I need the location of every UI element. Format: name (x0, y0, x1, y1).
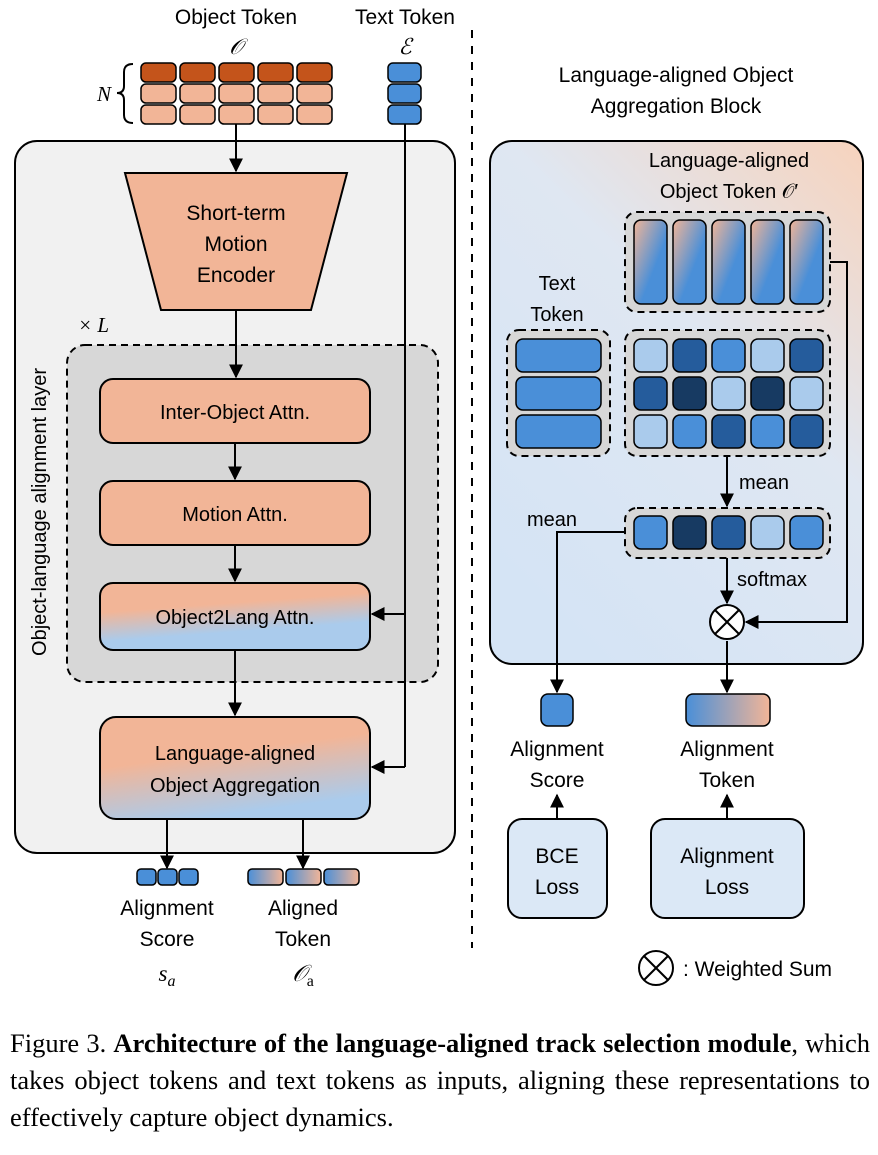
weighted-sum-legend-icon (638, 950, 674, 986)
alignment-loss-box (650, 818, 805, 919)
right-flow-arrows (550, 261, 848, 818)
bce-loss-line-1: BCE (535, 845, 578, 868)
left-score-line-1: Alignment (120, 897, 214, 920)
mean-left-label: mean (527, 509, 577, 531)
object-aggregation-block (99, 716, 371, 820)
aligned-token-line-1: Language-aligned (649, 150, 809, 172)
right-score-line-1: Alignment (510, 738, 604, 761)
weighted-sum-legend-text: : Weighted Sum (683, 958, 832, 981)
left-flow-arrows (160, 124, 406, 870)
alignment-score-cell (540, 693, 574, 727)
figure-caption: Figure 3. Architecture of the language-a… (10, 1025, 870, 1136)
mean-right-label: mean (739, 472, 789, 494)
n-label: N (96, 82, 112, 106)
right-title-line-2: Aggregation Block (591, 95, 762, 118)
right-token-line-2: Token (699, 769, 755, 792)
encoder-line-3: Encoder (197, 264, 275, 287)
motion-encoder-block (123, 172, 349, 311)
text-token-cells (515, 338, 602, 449)
weighted-sum-operator (709, 604, 745, 640)
mean-row-cells (633, 515, 824, 550)
text-token-symbol: ℰ (398, 34, 414, 59)
caption-prefix: Figure 3. (10, 1028, 114, 1058)
alignment-loss-line-2: Loss (705, 876, 749, 899)
right-title-line-1: Language-aligned Object (559, 64, 794, 87)
aligned-token-line-2: Object Token 𝒪′ (660, 181, 799, 203)
encoder-line-1: Short-term (186, 202, 285, 225)
encoder-line-2: Motion (204, 233, 267, 256)
alignment-score-tokens (136, 868, 199, 886)
left-token-line-2: Token (275, 928, 331, 951)
object2lang-attn-label: Object2Lang Attn. (155, 607, 314, 629)
right-score-line-2: Score (530, 769, 585, 792)
bce-loss-line-2: Loss (535, 876, 579, 899)
n-brace (116, 63, 134, 124)
text-token-stack (387, 62, 422, 125)
architecture-diagram: Object Token 𝒪 Text Token ℰ N Short-term… (14, 6, 864, 990)
aligned-object-token-cells (633, 219, 824, 305)
right-token-line-1: Alignment (680, 738, 774, 761)
object-token-label: Object Token (175, 6, 297, 29)
repeat-label: × L (78, 313, 109, 337)
caption-bold: Architecture of the language-aligned tra… (113, 1028, 792, 1058)
left-token-line-1: Aligned (268, 897, 338, 920)
aggregation-line-2: Object Aggregation (150, 775, 320, 797)
alignment-loss-line-1: Alignment (680, 845, 774, 868)
softmax-label: softmax (737, 569, 807, 591)
object-token-grid (140, 62, 333, 125)
caption-rest: , which takes object tokens and text tok… (10, 1028, 870, 1132)
object-token-symbol: 𝒪 (229, 34, 248, 59)
aggregation-line-1: Language-aligned (155, 743, 315, 765)
aligned-token-tokens (247, 868, 360, 886)
inter-object-attn-label: Inter-Object Attn. (160, 402, 310, 424)
text-token-line-2: Token (530, 304, 583, 326)
bce-loss-box (507, 818, 608, 919)
text-token-label: Text Token (355, 6, 455, 29)
alignment-token-cell (685, 693, 771, 727)
text-token-line-1: Text (539, 273, 576, 295)
left-token-symbol: 𝒪a (292, 961, 314, 990)
motion-attn-label: Motion Attn. (182, 504, 288, 526)
alignment-layer-label: Object-language alignment layer (29, 368, 51, 656)
left-score-line-2: Score (140, 928, 195, 951)
similarity-matrix-cells (633, 338, 824, 449)
left-score-symbol: sa (159, 961, 176, 990)
